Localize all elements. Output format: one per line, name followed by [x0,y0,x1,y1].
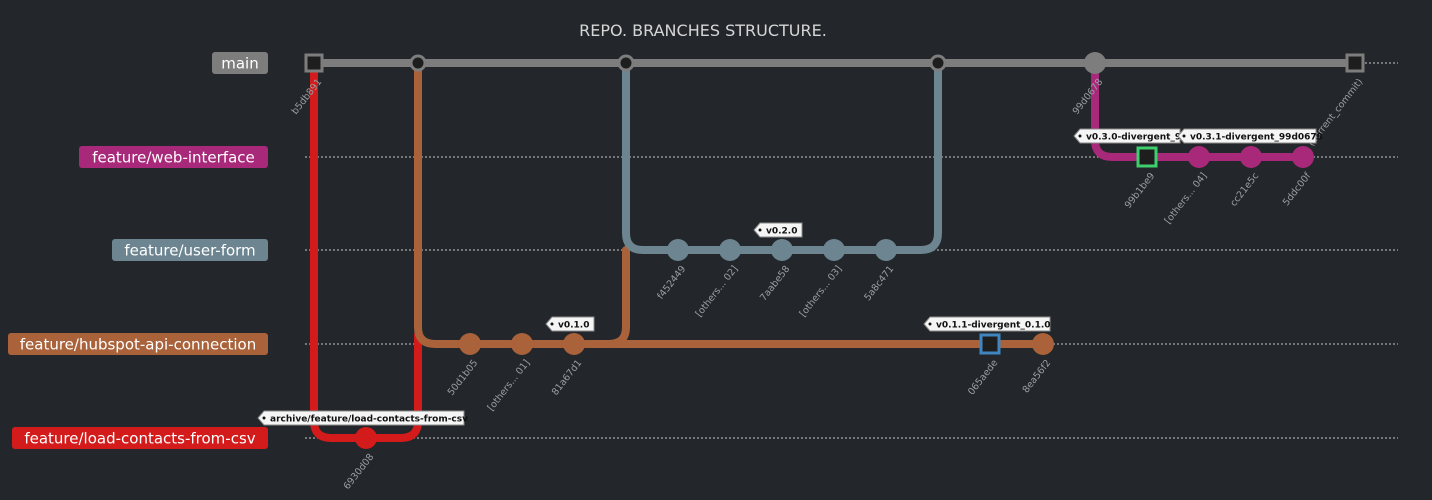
tag-text: v0.3.0-divergent_99 [1086,133,1187,143]
tag-text: v0.3.1-divergent_99d0678 [1190,133,1323,143]
branch-label-box [79,146,268,168]
commit-label-99d0678: 99d0678 [1071,77,1106,117]
tag-hole [928,322,932,326]
commit-node-50d1b05[interactable] [459,333,481,355]
branch-label-box [8,333,268,355]
commit-node-current[interactable] [1345,53,1365,73]
diagram-title: REPO. BRANCHES STRUCTURE. [579,21,827,40]
branch-label-text: feature/load-contacts-from-csv [24,430,255,448]
branch-label-text: feature/hubspot-api-connection [20,336,257,354]
commit-label-f452449: f452449 [655,264,688,302]
commit-label-81a67d1: 81a67d1 [550,358,585,398]
commit-node-81a67d1[interactable] [563,333,585,355]
commit-node-f452449[interactable] [667,239,689,261]
commit-node-7aabe58[interactable] [771,239,793,261]
tag-text: archive/feature/load-contacts-from-csv [270,415,468,425]
tag-5[interactable]: v0.3.1-divergent_99d0678 [1177,128,1323,144]
branch-label-web[interactable]: feature/web-interface [79,146,268,168]
commit-node-user_others1[interactable] [719,239,741,261]
branch-line-hub [414,59,1047,348]
tag-hole [1078,134,1082,138]
tag-1[interactable]: v0.1.0 [545,316,595,332]
commit-node-5a8c471[interactable] [875,239,897,261]
commit-label-8ea56f2: 8ea56f2 [1021,358,1054,396]
commit-label-hub_others: [others... 01] [486,358,533,414]
commit-node-hub_others[interactable] [511,333,533,355]
tag-4[interactable]: v0.3.0-divergent_99 [1073,128,1187,144]
commit-label-7aabe58: 7aabe58 [758,264,792,304]
tag-hole [550,322,554,326]
tag-2[interactable]: v0.2.0 [753,222,803,238]
commit-label-b5db891: b5db891 [290,77,325,117]
commit-label-web_others: [others... 04] [1163,171,1210,227]
commit-node-99d0678[interactable] [1084,52,1106,74]
commit-node-m3[interactable] [617,54,635,72]
commit-label-cc21e5c: cc21e5c [1228,171,1261,209]
branch-merge-hub-user [570,246,630,348]
commit-label-5a8c471: 5a8c471 [862,264,896,303]
commit-label-99b1be9: 99b1be9 [1123,171,1158,211]
branch-label-text: feature/web-interface [92,149,255,167]
branch-label-box [212,52,268,74]
branch-label-user[interactable]: feature/user-form [112,239,268,261]
tag-shape [257,410,465,426]
tag-hole [1182,134,1186,138]
commit-node-065aede[interactable] [979,333,1001,355]
commit-node-m4[interactable] [929,54,947,72]
commit-node-6930d08[interactable] [355,427,377,449]
commit-nodes [304,52,1365,449]
tag-shape [753,222,803,238]
commit-label-6930d08: 6930d08 [342,452,377,492]
branch-label-hub[interactable]: feature/hubspot-api-connection [8,333,268,355]
commit-label-065aede: 065aede [966,358,1000,398]
branch-label-box [12,427,268,449]
commit-node-5ddc00f[interactable] [1292,146,1314,168]
tag-hole [262,416,266,420]
tag-text: v0.1.0 [558,321,590,331]
tag-shape [923,316,1051,332]
branch-lines [310,59,1359,442]
commit-node-user_others2[interactable] [823,239,845,261]
branch-label-box [112,239,268,261]
commit-node-cc21e5c[interactable] [1240,146,1262,168]
branch-labels: main feature/web-interface feature/user-fo… [8,52,268,449]
branch-label-main[interactable]: main [212,52,268,74]
commit-label-user_others1: [others... 02] [694,264,741,320]
commit-label-50d1b05: 50d1b05 [446,358,481,398]
commit-node-8ea56f2[interactable] [1032,333,1054,355]
tag-0[interactable]: archive/feature/load-contacts-from-csv [257,410,468,426]
branch-label-text: main [221,55,258,73]
branch-label-csv[interactable]: feature/load-contacts-from-csv [12,427,268,449]
tag-text: v0.2.0 [766,227,798,237]
commit-label-5ddc00f: 5ddc00f [1281,170,1314,208]
tag-text: v0.1.1-divergent_0.1.0 [936,321,1051,331]
tags: archive/feature/load-contacts-from-csv v0… [257,128,1323,426]
tag-shape [545,316,595,332]
tag-hole [758,228,762,232]
tag-shape [1177,128,1317,144]
commit-node-b5db891[interactable] [304,53,324,73]
commit-node-web_others[interactable] [1188,146,1210,168]
commit-label-user_others2: [others... 03] [798,264,845,320]
commit-node-99b1be9[interactable] [1136,146,1158,168]
tag-3[interactable]: v0.1.1-divergent_0.1.0 [923,316,1051,332]
branch-label-text: feature/user-form [124,242,255,260]
commit-node-m2[interactable] [409,54,427,72]
